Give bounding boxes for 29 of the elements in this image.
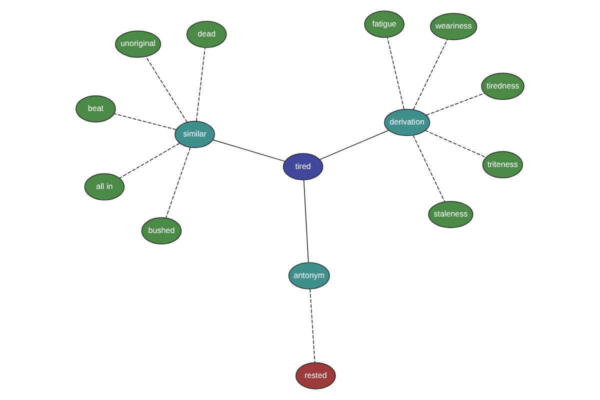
connector [196, 47, 206, 122]
connector [319, 130, 390, 160]
node-ellipse: tired [282, 153, 324, 180]
node-ellipse: staleness [428, 200, 474, 228]
node-ellipse: all in [84, 173, 125, 200]
node-ellipse: unoriginal [115, 30, 162, 58]
node-ellipse: bushed [141, 217, 182, 244]
connector [310, 288, 316, 363]
connector [146, 56, 188, 123]
node-ellipse: tiredness [481, 72, 524, 100]
node-ellipse: derivation [384, 108, 430, 136]
connector [387, 37, 404, 110]
connector [212, 140, 286, 162]
connector [412, 134, 446, 202]
connector [119, 142, 180, 178]
connector [412, 38, 448, 110]
node-ellipse: rested [296, 362, 336, 390]
node-ellipse: dead [186, 20, 227, 48]
connector [114, 113, 177, 130]
node-ellipse: similar [174, 120, 215, 148]
node-ellipse: fatigue [364, 10, 404, 38]
connector [426, 92, 485, 116]
node-ellipse: antonym [288, 262, 330, 290]
connector [424, 130, 486, 158]
connector [166, 147, 191, 218]
connector [303, 180, 309, 263]
node-ellipse: weariness [430, 13, 478, 40]
node-ellipse: triteness [482, 151, 523, 178]
node-ellipse: beat [76, 95, 116, 122]
